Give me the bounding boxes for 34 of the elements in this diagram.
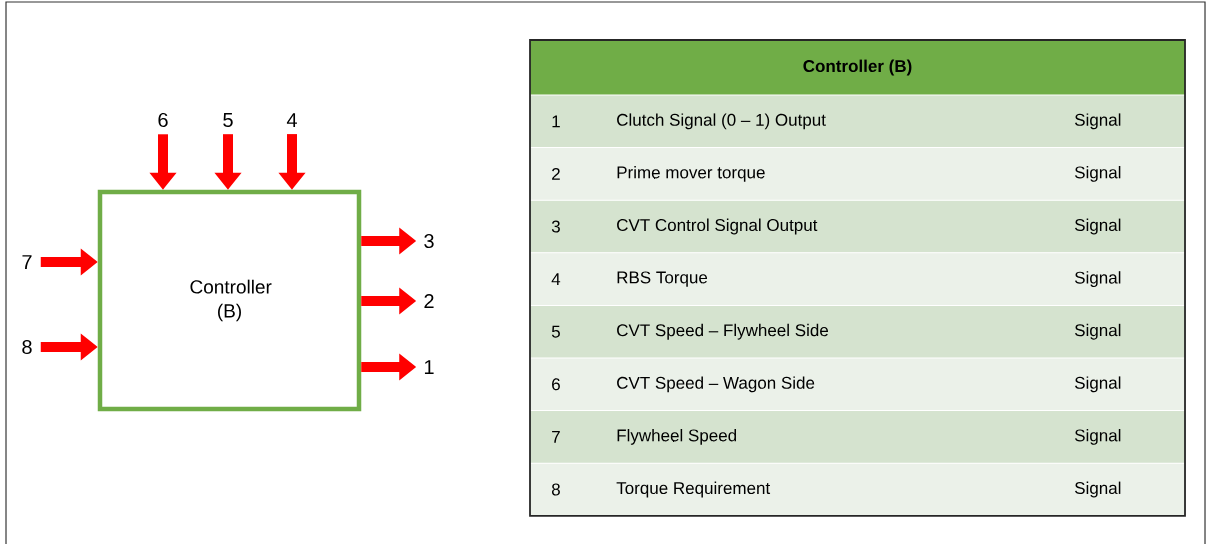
table-cell: Torque Requirement <box>616 481 771 498</box>
port-number: 6 <box>158 112 168 128</box>
table-cell: CVT Speed – Wagon Side <box>617 376 815 393</box>
table-header: Controller (B) <box>530 40 1185 95</box>
table-cell: Signal <box>1075 323 1121 340</box>
port-number: 7 <box>22 255 32 269</box>
table-cell: Signal <box>1075 218 1121 235</box>
table-cell: Flywheel Speed <box>617 429 737 445</box>
table-cell: Signal <box>1075 429 1121 445</box>
table-cell: CVT Control Signal Output <box>617 218 818 235</box>
table-cell: Signal <box>1075 481 1121 498</box>
table-cell: 3 <box>551 220 560 233</box>
table-cell: 6 <box>552 378 560 391</box>
table-cell: 1 <box>552 115 560 128</box>
table-cell: 4 <box>551 273 561 285</box>
table-cell: Clutch Signal (0 – 1) Output <box>617 113 826 130</box>
table-cell: CVT Speed – Flywheel Side <box>617 323 829 340</box>
port-number: 5 <box>223 113 233 127</box>
port-number: 1 <box>424 360 434 374</box>
table-cell: 2 <box>552 167 560 180</box>
table-cell: Signal <box>1075 113 1121 130</box>
table-cell: Prime mover torque <box>617 166 765 182</box>
controller-box: Controller (B) <box>97 189 362 412</box>
port-number: 3 <box>424 233 434 249</box>
port-number: 4 <box>286 113 297 127</box>
table-cell: Signal <box>1075 166 1121 182</box>
table-cell: 8 <box>551 483 560 496</box>
port-number: 2 <box>424 294 434 308</box>
table-cell: 7 <box>552 431 560 443</box>
table-cell: 5 <box>551 325 560 338</box>
table-cell: Signal <box>1075 271 1121 288</box>
port-number: 8 <box>22 339 32 355</box>
table-cell: RBS Torque <box>617 271 708 287</box>
table-cell: Signal <box>1075 376 1121 393</box>
